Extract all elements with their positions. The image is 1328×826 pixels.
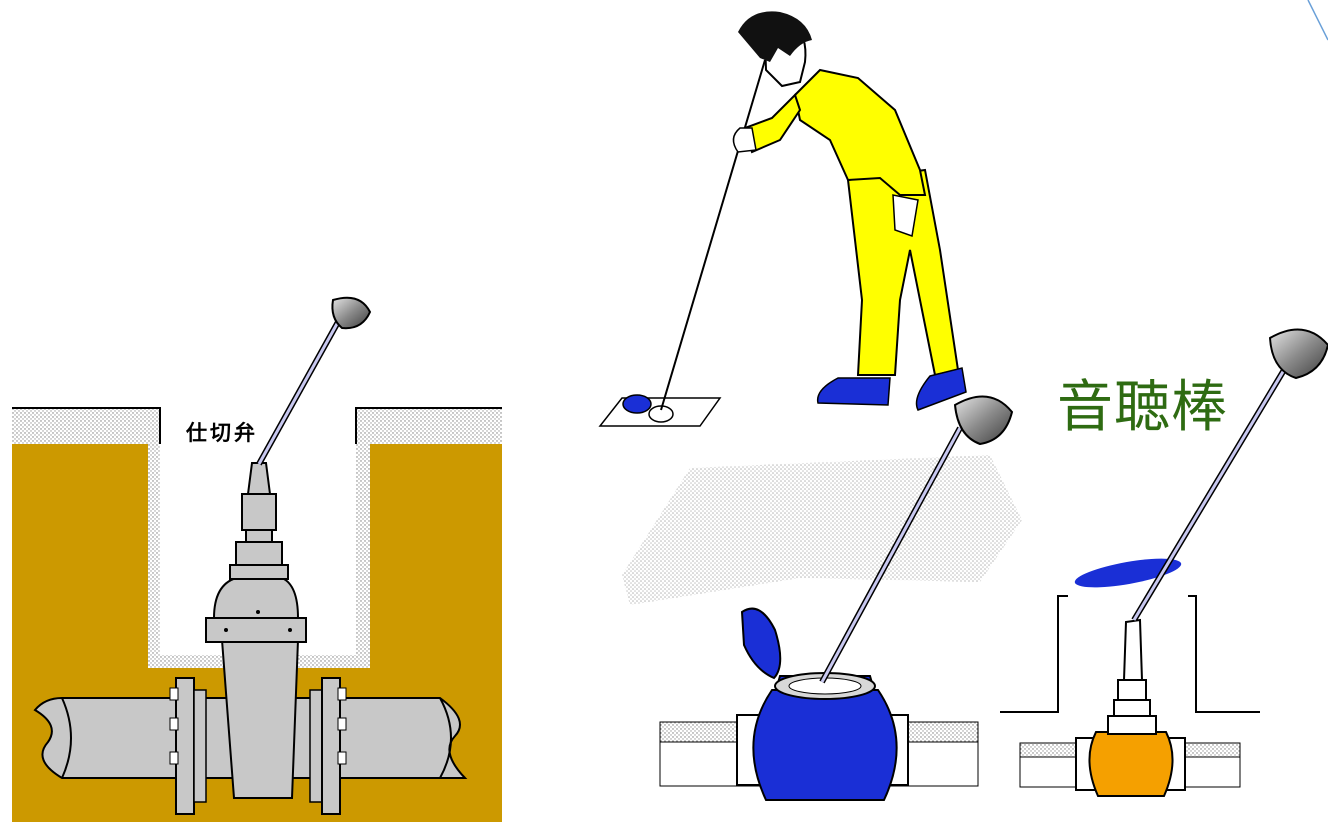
- shoe-left: [818, 378, 890, 405]
- meter-lid: [742, 609, 780, 678]
- surface-right: [356, 408, 502, 444]
- stop-valve-body: [1089, 732, 1172, 796]
- surface-left: [12, 408, 160, 444]
- meter-body: [753, 690, 896, 800]
- gate-valve-pit: [12, 298, 502, 822]
- worker-rod: [661, 60, 765, 410]
- box-lid: [1073, 553, 1183, 593]
- rod-cup-left: [332, 298, 370, 328]
- gate-valve-label: 仕切弁: [185, 421, 258, 445]
- water-meter-scene: [622, 396, 1022, 800]
- ground-patch: [622, 455, 1022, 605]
- rod-cup-center: [955, 396, 1012, 444]
- worker: [600, 11, 966, 426]
- corner-arc: [1308, 0, 1328, 40]
- cover-lid: [623, 395, 651, 413]
- listening-rod-label: 音聴棒: [1057, 362, 1228, 443]
- rod-cup-right: [1270, 329, 1328, 378]
- valve-body: [222, 640, 298, 798]
